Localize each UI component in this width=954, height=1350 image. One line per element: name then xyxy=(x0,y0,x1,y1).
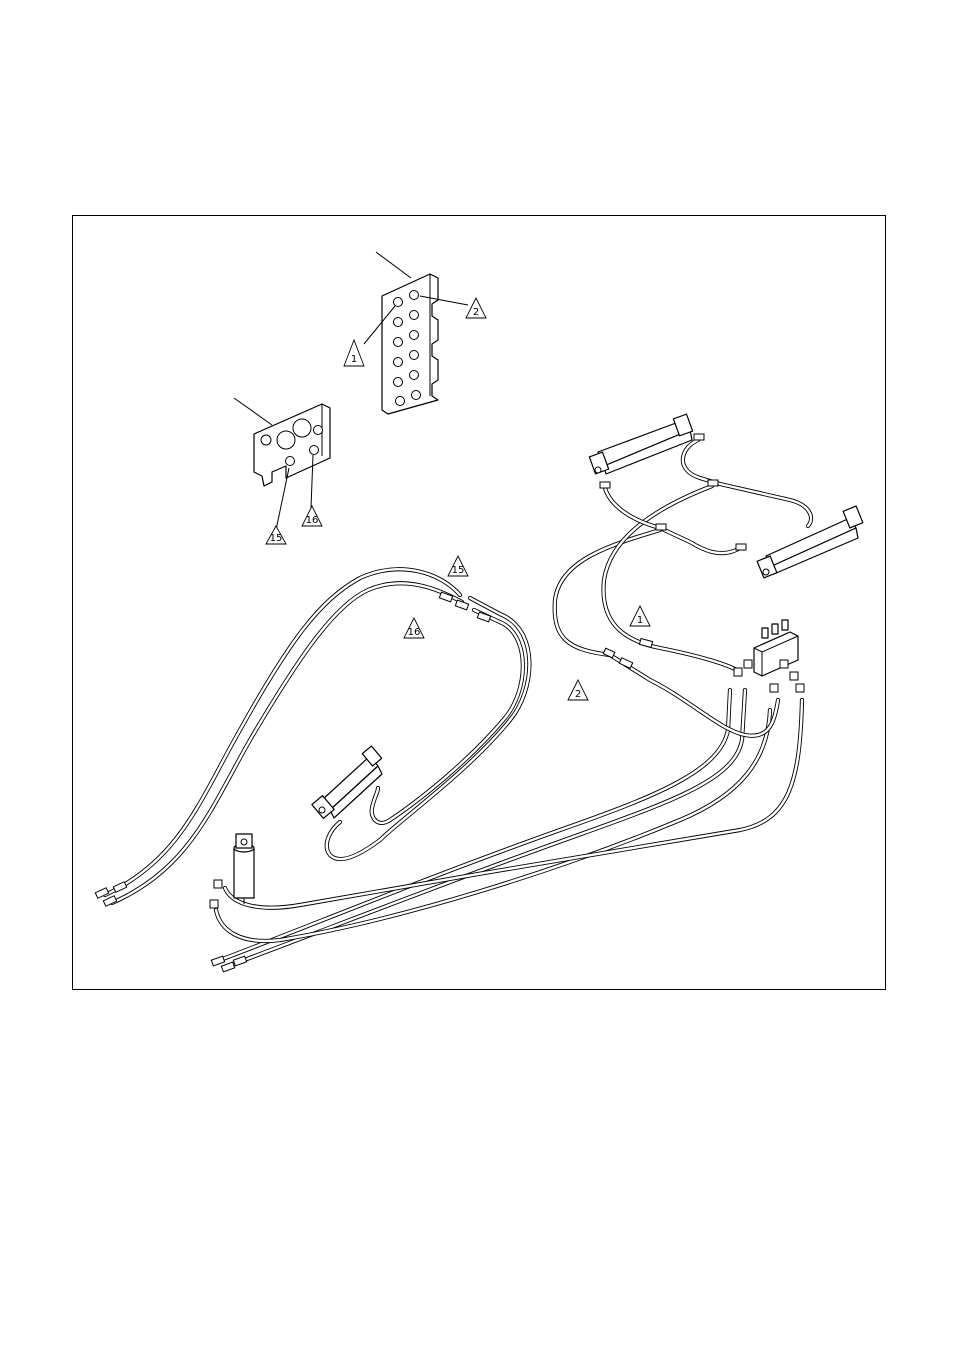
callout-label: 2 xyxy=(575,689,581,700)
callout-label: 16 xyxy=(306,515,319,526)
hose-runs xyxy=(105,440,811,966)
callout-1-hose: 1 xyxy=(630,606,650,626)
callout-label: 15 xyxy=(270,533,283,544)
control-valve-block xyxy=(734,620,804,692)
leader-line xyxy=(276,468,289,530)
left-cylinder xyxy=(234,834,254,904)
callout-label: 1 xyxy=(637,615,643,626)
callout-label: 2 xyxy=(473,307,479,318)
callout-1-plate: 1 xyxy=(344,340,364,366)
callout-15-plate: 15 xyxy=(266,526,286,544)
upper-cylinder xyxy=(589,414,692,474)
callout-15-hose: 15 xyxy=(448,556,468,576)
callout-16-hose: 16 xyxy=(404,618,424,638)
callout-16-plate: 16 xyxy=(302,506,322,526)
callout-label: 15 xyxy=(452,565,465,576)
callout-label: 1 xyxy=(351,354,357,365)
callout-2-hose: 2 xyxy=(568,680,588,700)
leader-line xyxy=(234,398,272,425)
callout-label: 16 xyxy=(408,627,421,638)
leader-line xyxy=(376,252,411,278)
small-mounting-plate xyxy=(254,404,330,486)
large-mounting-plate xyxy=(382,274,438,414)
callout-2-plate: 2 xyxy=(466,298,486,318)
